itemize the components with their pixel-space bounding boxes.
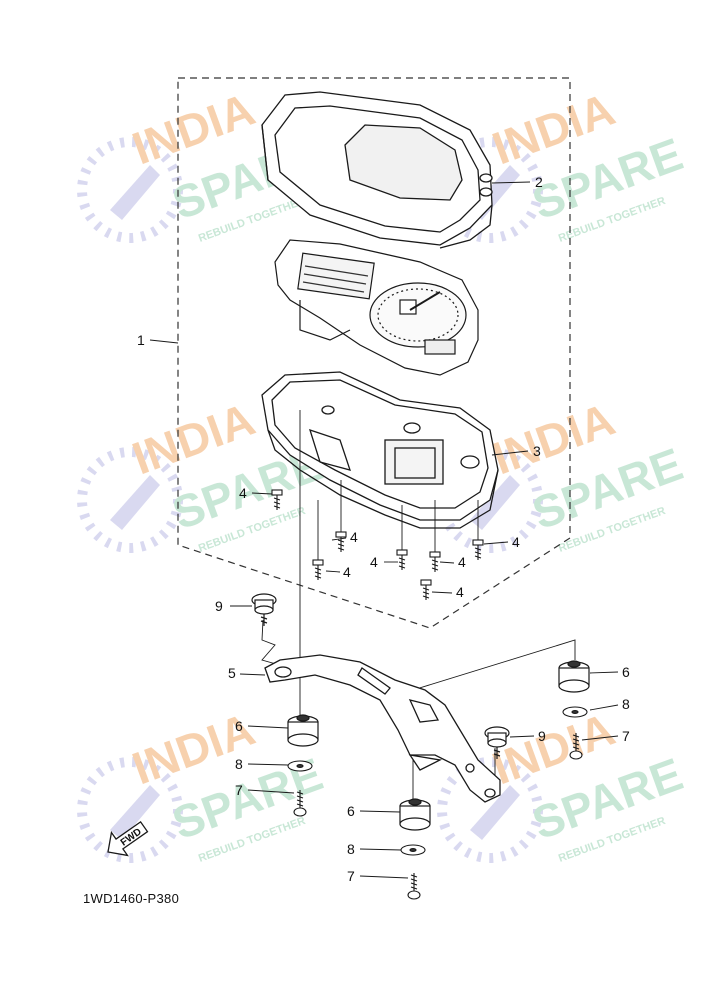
callout-3: 3 xyxy=(533,443,541,459)
callout-4: 4 xyxy=(350,529,358,545)
callout-6: 6 xyxy=(347,803,355,819)
screw-group-4 xyxy=(271,489,484,600)
callout-2: 2 xyxy=(535,174,543,190)
callout-9: 9 xyxy=(215,598,223,614)
callout-4: 4 xyxy=(512,534,520,550)
callout-7: 7 xyxy=(347,868,355,884)
wrench-logo-icon xyxy=(77,757,183,863)
bolt-9 xyxy=(484,726,510,759)
washer-8 xyxy=(287,706,588,856)
meter-upper-cover xyxy=(261,91,493,249)
screw-7 xyxy=(293,790,307,817)
meter-dial-panel xyxy=(274,239,479,376)
meter-bracket xyxy=(264,654,501,803)
screw-4 xyxy=(312,559,324,580)
screw-7 xyxy=(293,733,583,900)
callout-8: 8 xyxy=(347,841,355,857)
diagram-part-code: 1WD1460-P380 xyxy=(83,891,180,906)
callout-7: 7 xyxy=(235,782,243,798)
callout-labels: 1 2 3 4 4 4 4 4 4 4 4 5 6 6 6 7 7 7 8 8 … xyxy=(137,174,630,884)
screw-4 xyxy=(271,489,283,510)
screw-4 xyxy=(472,539,484,560)
callout-9: 9 xyxy=(538,728,546,744)
meter-lower-case xyxy=(261,371,499,529)
callout-6: 6 xyxy=(622,664,630,680)
washer-8 xyxy=(562,706,588,718)
screw-4 xyxy=(335,531,347,552)
damper-6 xyxy=(399,798,431,831)
callout-5: 5 xyxy=(228,665,236,681)
callout-4: 4 xyxy=(458,554,466,570)
callout-8: 8 xyxy=(622,696,630,712)
wrench-logo-icon xyxy=(437,757,543,863)
assembly-dashed-boundary xyxy=(177,77,571,629)
callout-1: 1 xyxy=(137,332,145,348)
screw-7 xyxy=(569,733,583,760)
bolt-9 xyxy=(251,593,277,626)
damper-6 xyxy=(558,660,590,693)
screw-4 xyxy=(396,549,408,570)
washer-8 xyxy=(400,844,426,856)
wrench-logo-icon xyxy=(437,447,543,553)
callout-7: 7 xyxy=(622,728,630,744)
wrench-logo-icon xyxy=(77,447,183,553)
screw-4 xyxy=(420,579,432,600)
callout-8: 8 xyxy=(235,756,243,772)
leader-lines xyxy=(149,181,619,879)
screw-4 xyxy=(429,551,441,572)
callout-4: 4 xyxy=(370,554,378,570)
callout-6: 6 xyxy=(235,718,243,734)
callout-4: 4 xyxy=(239,485,247,501)
washer-8 xyxy=(287,760,313,772)
damper-6 xyxy=(287,714,319,747)
callout-4: 4 xyxy=(456,584,464,600)
callout-4: 4 xyxy=(343,564,351,580)
screw-7 xyxy=(407,873,421,900)
